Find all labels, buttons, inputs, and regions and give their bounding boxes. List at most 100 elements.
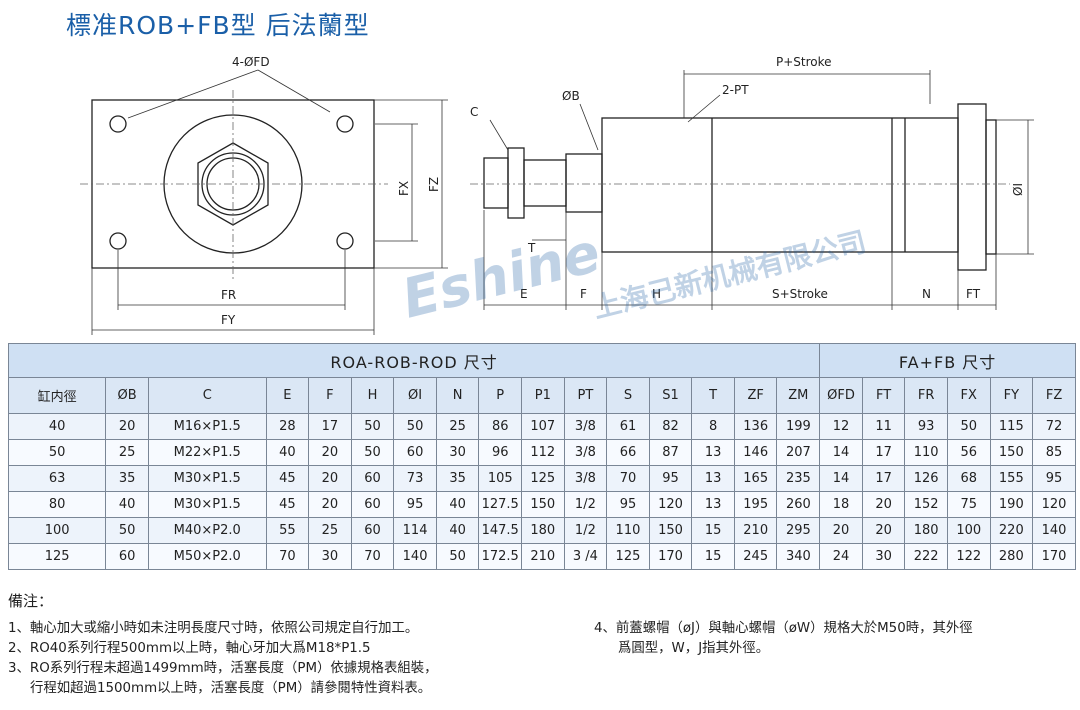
column-header: F bbox=[308, 377, 352, 414]
table-cell: 112 bbox=[521, 439, 565, 466]
table-cell: 70 bbox=[265, 543, 310, 570]
table-cell: 280 bbox=[989, 543, 1034, 570]
table-cell: 190 bbox=[989, 491, 1034, 518]
table-cell: 73 bbox=[393, 465, 437, 492]
table-cell: 14 bbox=[819, 439, 863, 466]
table-cell: 20 bbox=[819, 517, 863, 544]
table-cell: 87 bbox=[648, 439, 693, 466]
page-title: 標准ROB+FB型 后法蘭型 bbox=[66, 11, 370, 40]
column-header: T bbox=[691, 377, 735, 414]
table-cell: 3/8 bbox=[563, 439, 608, 466]
table-cell: 107 bbox=[521, 413, 565, 440]
group-header-left: ROA-ROB-ROD 尺寸 bbox=[7, 343, 821, 378]
column-header: ZF bbox=[733, 377, 778, 414]
table-cell: 210 bbox=[521, 543, 565, 570]
table-cell: 55 bbox=[265, 517, 310, 544]
table-cell: 210 bbox=[733, 517, 778, 544]
table-cell: 40 bbox=[435, 491, 480, 518]
watermark-brand: Eshine bbox=[396, 221, 606, 331]
mount-hole bbox=[109, 232, 127, 250]
table-cell: 3/8 bbox=[563, 413, 608, 440]
table-cell: 85 bbox=[1032, 439, 1076, 466]
label-fd: 4-ØFD bbox=[232, 55, 270, 69]
rod-shaft bbox=[523, 159, 567, 207]
table-cell: 70 bbox=[350, 543, 395, 570]
table-cell: 40 bbox=[7, 413, 107, 440]
table-cell: 93 bbox=[904, 413, 948, 440]
table-cell: 155 bbox=[989, 465, 1034, 492]
table-cell: M22×P1.5 bbox=[147, 439, 267, 466]
table-cell: 45 bbox=[265, 465, 310, 492]
column-header: S1 bbox=[648, 377, 693, 414]
column-header: FT bbox=[861, 377, 906, 414]
table-cell: 13 bbox=[691, 491, 735, 518]
table-cell: 140 bbox=[393, 543, 437, 570]
table-cell: 13 bbox=[691, 465, 735, 492]
column-header: H bbox=[350, 377, 395, 414]
rod-gland bbox=[565, 153, 603, 213]
column-header: C bbox=[147, 377, 267, 414]
table-cell: 28 bbox=[265, 413, 310, 440]
table-cell: 222 bbox=[904, 543, 948, 570]
label-b: ØB bbox=[562, 89, 580, 103]
table-cell: 180 bbox=[904, 517, 948, 544]
table-cell: 147.5 bbox=[478, 517, 523, 544]
table-cell: 152 bbox=[904, 491, 948, 518]
table-cell: 3 /4 bbox=[563, 543, 608, 570]
table-cell: 150 bbox=[648, 517, 693, 544]
table-cell: 24 bbox=[819, 543, 863, 570]
label-i: ØI bbox=[1011, 183, 1025, 196]
table-cell: 220 bbox=[989, 517, 1034, 544]
table-cell: 45 bbox=[265, 491, 310, 518]
table-cell: 199 bbox=[776, 413, 821, 440]
table-cell: 82 bbox=[648, 413, 693, 440]
column-header: P1 bbox=[521, 377, 565, 414]
table-cell: 170 bbox=[1032, 543, 1076, 570]
table-cell: 50 bbox=[435, 543, 480, 570]
label-ft: FT bbox=[966, 287, 981, 301]
table-cell: 1/2 bbox=[563, 517, 608, 544]
table-cell: 86 bbox=[478, 413, 523, 440]
table-cell: 40 bbox=[435, 517, 480, 544]
table-cell: 60 bbox=[350, 517, 395, 544]
table-cell: 60 bbox=[350, 465, 395, 492]
table-cell: 120 bbox=[1032, 491, 1076, 518]
column-header: E bbox=[265, 377, 310, 414]
table-cell: 136 bbox=[733, 413, 778, 440]
table-cell: 3/8 bbox=[563, 465, 608, 492]
table-cell: 50 bbox=[105, 517, 149, 544]
label-fz: FZ bbox=[427, 177, 441, 192]
table-cell: 30 bbox=[308, 543, 352, 570]
label-fy: FY bbox=[221, 313, 236, 327]
watermark-company: 上海己新机械有限公司 bbox=[590, 225, 870, 325]
table-cell: 25 bbox=[308, 517, 352, 544]
mount-hole bbox=[336, 232, 354, 250]
table-cell: 95 bbox=[393, 491, 437, 518]
table-cell: 96 bbox=[478, 439, 523, 466]
table-cell: 17 bbox=[308, 413, 352, 440]
table-cell: 125 bbox=[7, 543, 107, 570]
column-header: FX bbox=[946, 377, 991, 414]
table-cell: 235 bbox=[776, 465, 821, 492]
table-cell: 70 bbox=[606, 465, 650, 492]
table-cell: 56 bbox=[946, 439, 991, 466]
note-2: 2、RO40系列行程500mm以上時，軸心牙加大爲M18*P1.5 bbox=[8, 641, 371, 656]
table-cell: 95 bbox=[606, 491, 650, 518]
table-cell: 11 bbox=[861, 413, 906, 440]
table-cell: 125 bbox=[606, 543, 650, 570]
table-cell: 35 bbox=[435, 465, 480, 492]
note-3-line-1: 3、RO系列行程未超過1499mm時，活塞長度（PM）依據規格表組裝， bbox=[8, 661, 438, 676]
table-cell: 61 bbox=[606, 413, 650, 440]
table-cell: 20 bbox=[861, 491, 906, 518]
technical-drawing: 4-ØFD ØB C 2-PT P+Stroke FX FZ FR FY T E… bbox=[80, 55, 1034, 335]
table-cell: 66 bbox=[606, 439, 650, 466]
table-cell: 50 bbox=[7, 439, 107, 466]
table-cell: 165 bbox=[733, 465, 778, 492]
label-h: H bbox=[652, 287, 661, 301]
